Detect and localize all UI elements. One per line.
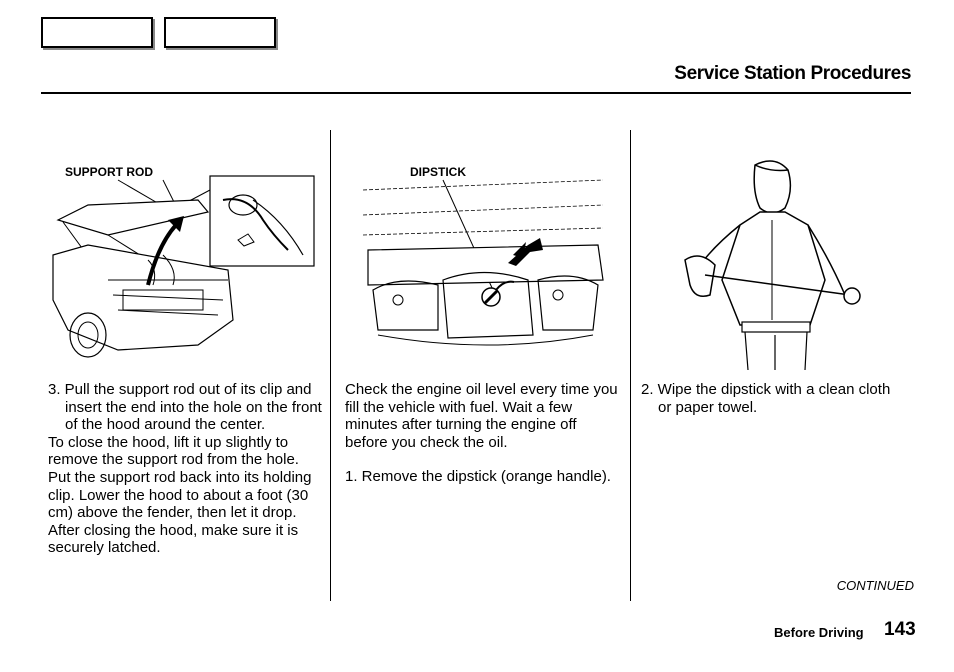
page-number: 143 [884, 619, 916, 640]
column-2-text: Check the engine oil level every time yo… [345, 381, 620, 486]
nav-button-previous[interactable] [41, 17, 153, 48]
title-rule [41, 92, 911, 94]
close-hood-paragraph: To close the hood, lift it up slightly t… [48, 433, 312, 522]
continued-label: CONTINUED [836, 578, 914, 593]
column-1-text: 3. Pull the support rod out of its clip … [48, 381, 323, 557]
dipstick-illustration: DIPSTICK [362, 165, 604, 346]
check-oil-paragraph: Check the engine oil level every time yo… [345, 381, 618, 451]
step-3-text: 3. Pull the support rod out of its clip … [48, 381, 322, 434]
column-divider [630, 130, 631, 601]
dipstick-callout: DIPSTICK [410, 165, 466, 179]
man-wiping-dipstick-illustration [684, 160, 861, 371]
column-3-text: 2. Wipe the dipstick with a clean cloth … [641, 381, 901, 416]
hood-support-rod-illustration: SUPPORT ROD [52, 165, 315, 358]
footer-section-name: Before Driving [774, 625, 864, 640]
support-rod-callout: SUPPORT ROD [65, 165, 153, 179]
latch-check-paragraph: After closing the hood, make sure it is … [48, 521, 299, 557]
column-divider [330, 130, 331, 601]
step-1-text: 1. Remove the dipstick (orange handle). [345, 468, 611, 486]
page-title: Service Station Procedures [674, 63, 911, 84]
step-2-text: 2. Wipe the dipstick with a clean cloth … [641, 381, 891, 416]
nav-button-next[interactable] [164, 17, 276, 48]
